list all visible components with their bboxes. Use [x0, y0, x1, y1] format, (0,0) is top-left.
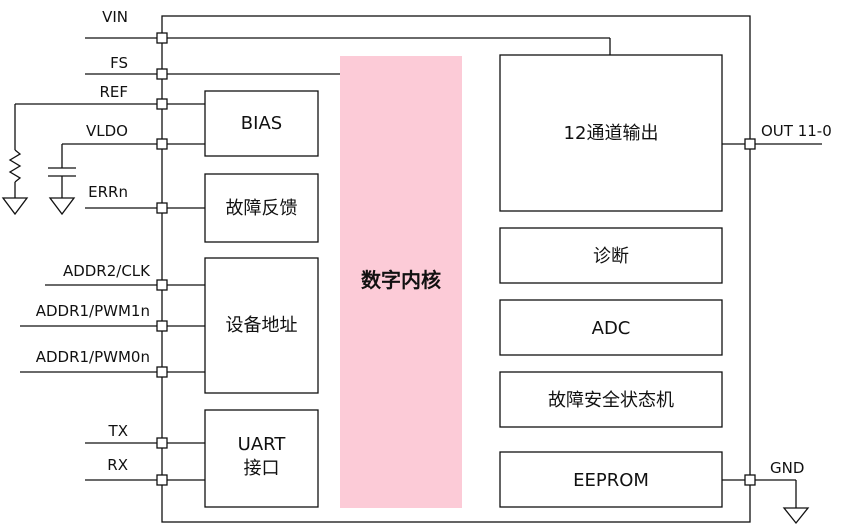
fail-safe-label: 故障安全状态机	[548, 390, 674, 411]
addr2-label: ADDR2/CLK	[63, 262, 151, 280]
fs-label: FS	[110, 54, 128, 72]
fail-safe-block	[499, 371, 723, 428]
vldo-pad	[156, 138, 168, 150]
eeprom-block	[499, 451, 723, 508]
fault-feedback-label: 故障反馈	[226, 198, 298, 219]
ref-ground-icon	[1, 197, 29, 216]
output-12ch-block	[499, 54, 723, 212]
tx-pad	[156, 437, 168, 449]
uart-label-line1: UART	[238, 434, 287, 455]
bias-label: BIAS	[241, 113, 282, 134]
device-address-block	[204, 257, 319, 394]
addr1-pwm0-pad	[156, 366, 168, 378]
vldo-label: VLDO	[86, 122, 128, 140]
addr1-pwm1-pad	[156, 320, 168, 332]
rx-label: RX	[107, 456, 128, 474]
rx-pad	[156, 474, 168, 486]
gnd-pad	[744, 474, 756, 486]
ref-pad	[156, 98, 168, 110]
output-12ch-label: 12通道输出	[564, 123, 659, 144]
digital-core-label: 数字内核	[361, 268, 441, 292]
addr1-pwm0-label: ADDR1/PWM0n	[36, 348, 150, 366]
uart-block	[204, 409, 319, 508]
digital-core-block	[340, 56, 462, 508]
fault-feedback-block	[204, 173, 319, 243]
vldo-ground-icon	[48, 197, 76, 216]
fs-pad	[156, 68, 168, 80]
device-address-label: 设备地址	[226, 315, 298, 336]
out-pad	[744, 138, 756, 150]
vin-pad	[156, 32, 168, 44]
gnd-ground-icon	[782, 507, 810, 525]
out-label: OUT 11-0	[761, 122, 832, 140]
bias-block	[204, 90, 319, 157]
errn-label: ERRn	[88, 183, 128, 201]
errn-pad	[156, 202, 168, 214]
diagnostics-block	[499, 227, 723, 284]
gnd-label: GND	[770, 459, 804, 477]
adc-label: ADC	[592, 318, 631, 339]
vin-label: VIN	[102, 8, 128, 26]
ref-resistor-icon	[8, 104, 22, 198]
addr2-pad	[156, 279, 168, 291]
diagnostics-label: 诊断	[593, 246, 629, 267]
vldo-capacitor-icon	[48, 144, 76, 198]
ref-label: REF	[99, 83, 128, 101]
eeprom-label: EEPROM	[573, 470, 649, 491]
tx-label: TX	[108, 422, 128, 440]
chip-outline	[161, 15, 751, 523]
addr1-pwm1-label: ADDR1/PWM1n	[36, 302, 150, 320]
adc-block	[499, 299, 723, 356]
uart-label-line2: 接口	[244, 458, 280, 479]
